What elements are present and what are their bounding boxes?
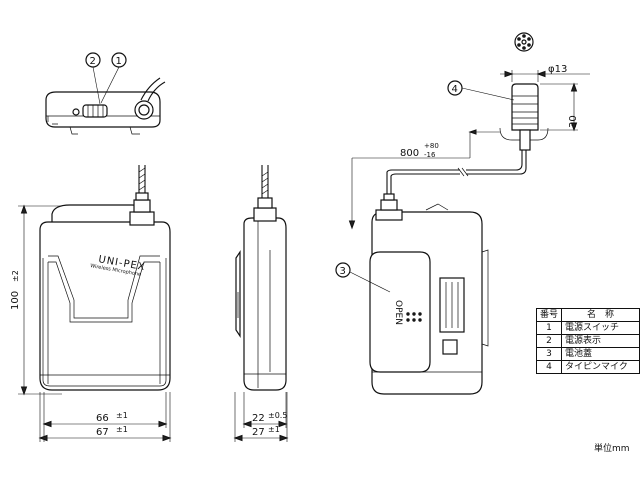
dim-width-inner-tol: ±1 bbox=[116, 411, 128, 420]
row-number: 4 bbox=[535, 360, 563, 374]
dim-depth-outer-tol: ±1 bbox=[268, 425, 280, 434]
row-name: タイピンマイク bbox=[561, 360, 640, 374]
dim-mic-length: 30 bbox=[568, 115, 579, 128]
tie-pin-microphone bbox=[511, 83, 539, 131]
parts-table-header: 番号 名 称 bbox=[535, 308, 640, 322]
dim-height-front-tol: ±2 bbox=[11, 270, 20, 282]
side-view: 22 ±0.5 27 ±1 bbox=[233, 165, 289, 442]
battery-cover bbox=[369, 251, 431, 373]
unit-note: 単位mm bbox=[594, 444, 630, 454]
table-row: 2 電源表示 bbox=[535, 334, 640, 348]
svg-text:4: 4 bbox=[452, 84, 458, 95]
header-number: 番号 bbox=[535, 308, 563, 322]
svg-text:3: 3 bbox=[340, 266, 346, 277]
front-view: UNI-PEX Wireless Microphone 100 ±2 66 ±1… bbox=[10, 165, 172, 442]
dim-depth-outer: 27 bbox=[252, 427, 265, 438]
callout-4: 4 bbox=[447, 80, 463, 96]
dim-width-inner: 66 bbox=[96, 413, 109, 424]
dim-cable-tol-plus: +80 bbox=[424, 142, 439, 150]
callout-3: 3 bbox=[335, 262, 351, 278]
dim-depth-inner-tol: ±0.5 bbox=[268, 411, 287, 420]
callout-2: 2 bbox=[85, 52, 101, 68]
parts-table: 番号 名 称 1 電源スイッチ 2 電源表示 3 電池蓋 4 タイピンマイク bbox=[535, 308, 640, 374]
rear-view: OPEN 800 +80 -16 30 φ13 bbox=[348, 32, 590, 395]
dim-cable-length: 800 bbox=[400, 148, 419, 159]
dim-depth-inner: 22 bbox=[252, 413, 265, 424]
header-name: 名 称 bbox=[561, 308, 640, 322]
row-name: 電源表示 bbox=[561, 334, 640, 348]
row-number: 1 bbox=[535, 321, 563, 335]
table-row: 4 タイピンマイク bbox=[535, 360, 640, 374]
top-view bbox=[45, 66, 166, 135]
row-number: 3 bbox=[535, 347, 563, 361]
power-indicator-led bbox=[72, 108, 80, 116]
dim-mic-diameter: φ13 bbox=[548, 64, 567, 75]
row-number: 2 bbox=[535, 334, 563, 348]
table-row: 3 電池蓋 bbox=[535, 347, 640, 361]
power-switch bbox=[82, 104, 108, 118]
row-name: 電池蓋 bbox=[561, 347, 640, 361]
row-name: 電源スイッチ bbox=[561, 321, 640, 335]
dim-width-outer-tol: ±1 bbox=[116, 425, 128, 434]
dim-height-front: 100 bbox=[10, 291, 21, 310]
dim-width-outer: 67 bbox=[96, 427, 109, 438]
table-row: 1 電源スイッチ bbox=[535, 321, 640, 335]
callout-1: 1 bbox=[111, 52, 127, 68]
svg-text:1: 1 bbox=[116, 56, 122, 67]
open-label: OPEN bbox=[393, 300, 403, 325]
svg-text:2: 2 bbox=[90, 56, 96, 67]
dim-cable-tol-minus: -16 bbox=[424, 151, 436, 159]
